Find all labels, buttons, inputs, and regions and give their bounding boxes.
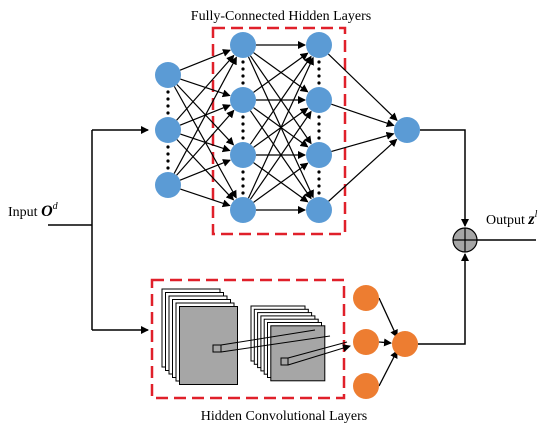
conv-to-sum-path <box>418 253 469 345</box>
fc-edge <box>176 54 235 121</box>
kernel-projection <box>212 329 351 366</box>
fc-layers-title: Fully-Connected Hidden Layers <box>191 9 371 24</box>
ellipsis-dot <box>241 129 245 133</box>
ellipsis-dot <box>241 122 245 126</box>
ellipsis-dot <box>241 184 245 188</box>
ellipsis-dot <box>241 67 245 71</box>
blue-neuron <box>155 62 181 88</box>
ellipsis-dot <box>241 136 245 140</box>
ellipsis-dot <box>317 81 321 85</box>
ellipsis-dot <box>241 115 245 119</box>
output-label: Output zl <box>486 209 538 228</box>
ellipsis-dot <box>241 177 245 181</box>
feature-map <box>270 325 326 382</box>
fc-edge <box>179 159 231 181</box>
blue-neuron <box>306 197 332 223</box>
blue-neuron <box>230 142 256 168</box>
input-label: Input Od <box>8 201 59 220</box>
fc-edge <box>176 109 235 176</box>
ellipsis-dot <box>241 191 245 195</box>
blue-neuron <box>306 32 332 58</box>
blue-neuron <box>306 87 332 113</box>
blue-neuron <box>306 142 332 168</box>
ellipsis-dot <box>166 152 170 156</box>
ellipsis-dot <box>166 97 170 101</box>
ellipsis-dot <box>166 145 170 149</box>
blue-neuron <box>230 197 256 223</box>
conv-layers-title: Hidden Convolutional Layers <box>201 409 367 424</box>
ellipsis-dot <box>317 191 321 195</box>
ellipsis-dot <box>241 170 245 174</box>
fc-dashed-box <box>211 26 347 236</box>
orange-output-neuron <box>392 331 418 357</box>
fc-edge <box>249 55 312 145</box>
fc-edge <box>179 49 231 71</box>
orange-neuron <box>353 329 379 355</box>
ellipsis-dot <box>166 111 170 115</box>
conv-dashed-box <box>150 278 346 400</box>
ellipsis-dots <box>166 60 321 195</box>
ellipsis-dot <box>317 67 321 71</box>
ellipsis-dot <box>317 184 321 188</box>
ellipsis-dot <box>241 74 245 78</box>
blue-neuron <box>230 87 256 113</box>
ellipsis-dot <box>166 90 170 94</box>
conv-output-edges <box>378 297 398 387</box>
conv-feature-maps <box>161 288 326 385</box>
fc-edge <box>173 56 237 174</box>
blue-neuron <box>155 172 181 198</box>
ellipsis-dot <box>317 122 321 126</box>
fc-edge <box>331 103 395 128</box>
orange-neuron <box>353 373 379 399</box>
ellipsis-dot <box>166 159 170 163</box>
fc-output-neuron <box>394 117 420 143</box>
orange-neuron <box>353 285 379 311</box>
circle-plus-icon <box>452 227 478 253</box>
ellipsis-dot <box>241 60 245 64</box>
blue-neuron <box>155 117 181 143</box>
fc-edge <box>331 131 395 153</box>
ellipsis-dot <box>317 115 321 119</box>
fc-to-sum-path <box>420 129 469 227</box>
ellipsis-dot <box>317 170 321 174</box>
ellipsis-dot <box>241 81 245 85</box>
ellipsis-dot <box>166 104 170 108</box>
fc-edge <box>180 188 231 208</box>
ellipsis-dot <box>317 129 321 133</box>
ellipsis-dot <box>166 166 170 170</box>
ellipsis-dot <box>317 136 321 140</box>
fc-edge <box>327 53 398 121</box>
feature-map <box>179 306 238 385</box>
fc-edge <box>253 162 309 203</box>
fc-neurons <box>155 32 420 223</box>
ellipsis-dot <box>317 177 321 181</box>
ellipsis-dot <box>317 74 321 78</box>
fc-edge <box>247 56 314 199</box>
fc-edge <box>249 110 312 200</box>
input-connectors <box>48 126 149 334</box>
fc-edges <box>173 41 398 214</box>
fc-edge <box>253 52 309 93</box>
ellipsis-dot <box>317 60 321 64</box>
fc-edge <box>328 138 398 202</box>
blue-neuron <box>230 32 256 58</box>
